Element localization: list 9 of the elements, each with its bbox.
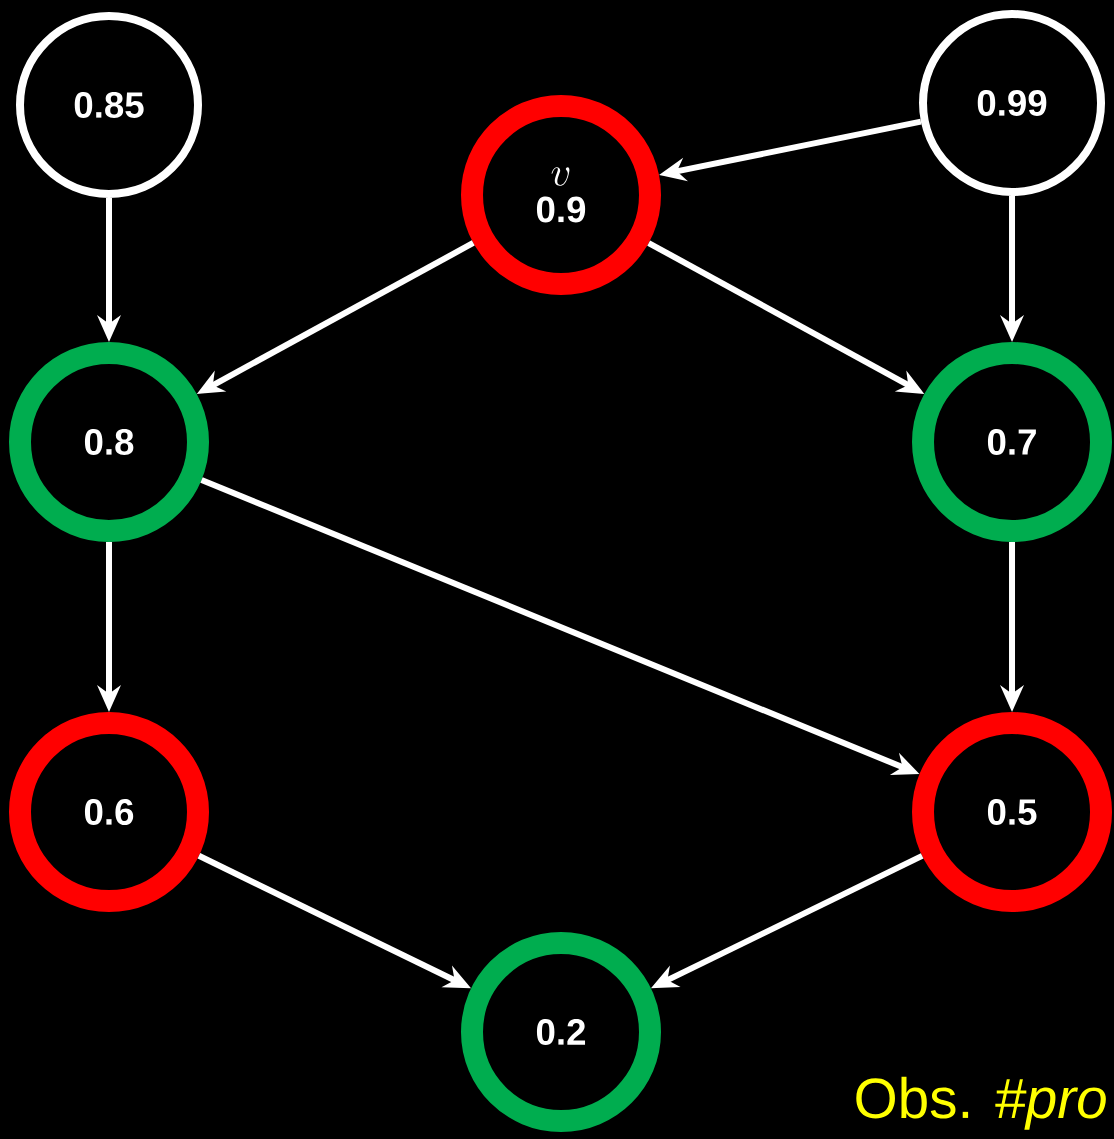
- circle-node: 0.99: [919, 10, 1105, 196]
- circle-node: 0.5: [912, 712, 1112, 912]
- circle-node: 0.8: [9, 342, 209, 542]
- circle-node: 0.85: [16, 12, 202, 198]
- circle-node: 0.2: [461, 932, 661, 1132]
- circle-node: $v$ 0.9: [461, 95, 661, 295]
- circle-node: 0.7: [912, 342, 1112, 542]
- circle-node: 0.6: [9, 712, 209, 912]
- caption-text: Obs. #pro: [856, 1076, 1106, 1130]
